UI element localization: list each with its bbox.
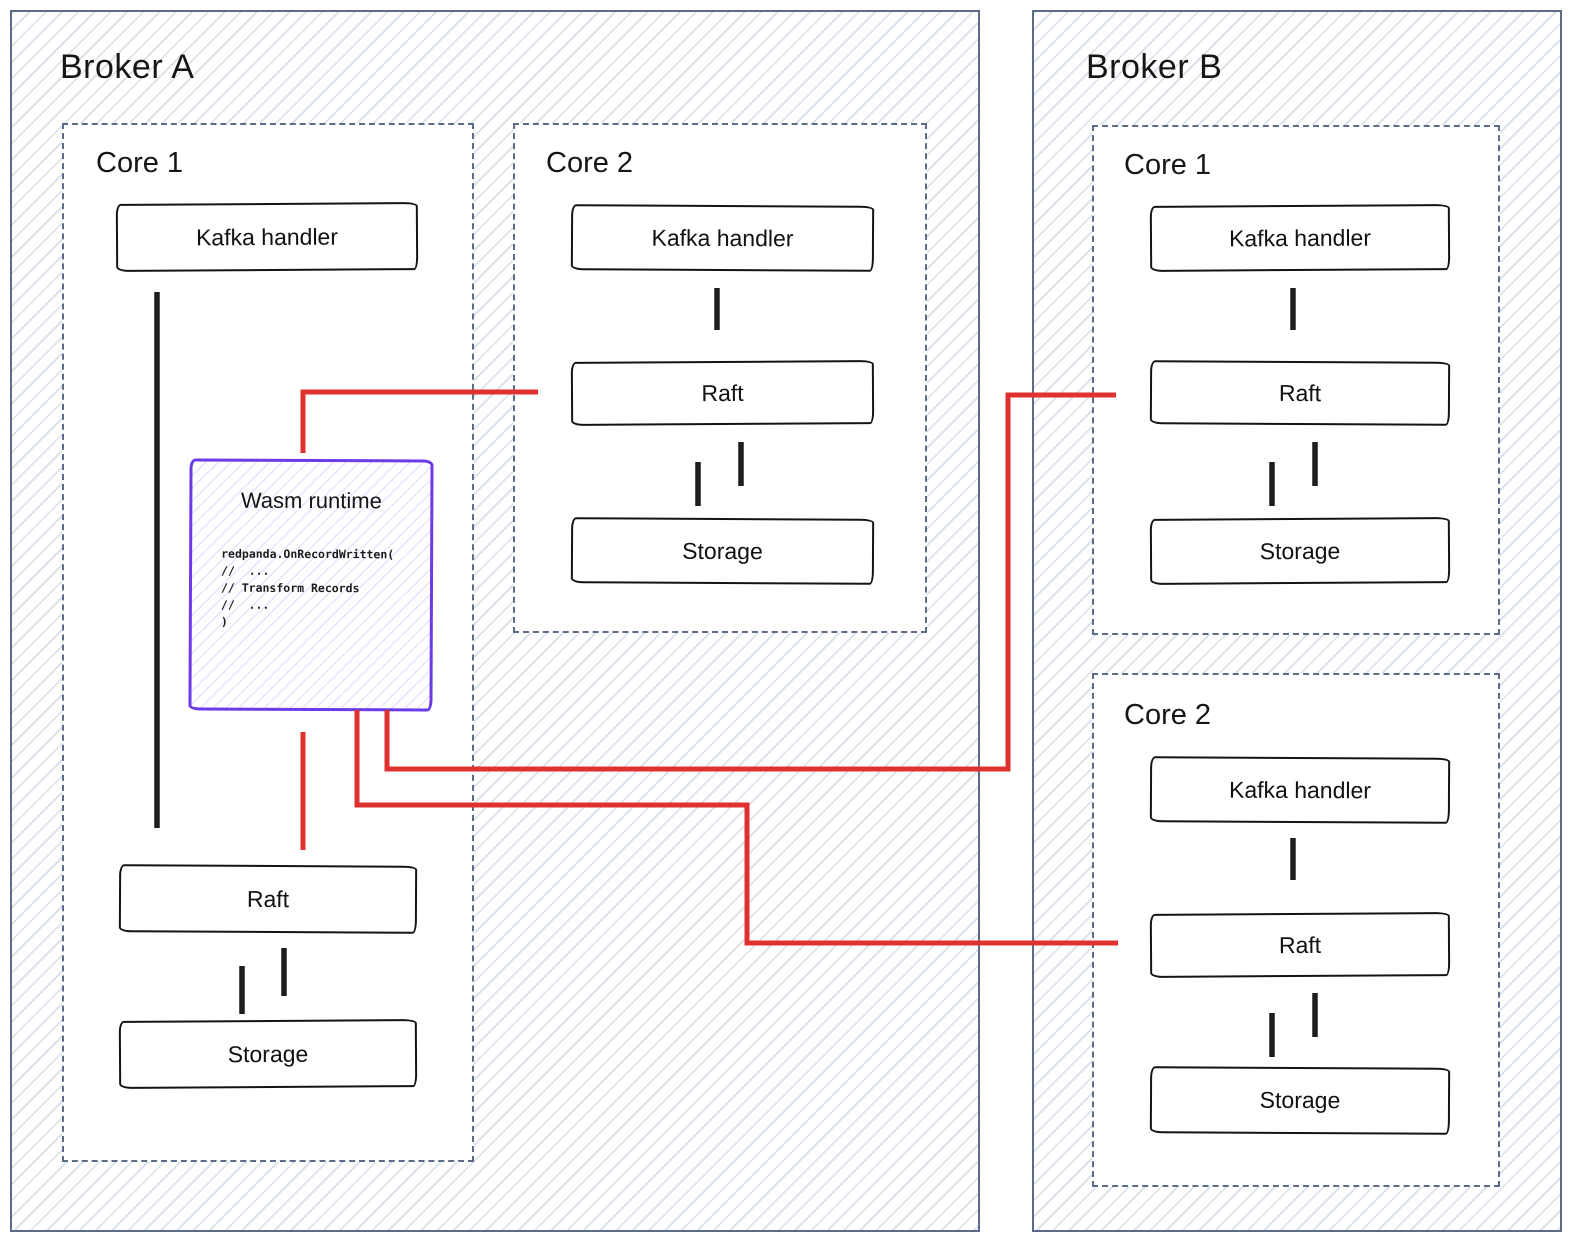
broker-a-container: Broker A Core 1 Kafka handler Wasm runti… — [10, 10, 980, 1232]
broker-a-core2-label: Core 2 — [546, 147, 634, 179]
code-line: redpanda.OnRecordWritten( — [221, 546, 395, 562]
broker-a-core1: Core 1 Kafka handler Wasm runtime redpan… — [62, 123, 474, 1162]
broker-b-core2-storage-box: Storage — [1149, 1066, 1451, 1135]
storage-label: Storage — [1259, 1086, 1341, 1114]
broker-a-core2: Core 2 Kafka handler Raft Storage — [513, 123, 927, 633]
code-line: // ... — [220, 597, 270, 612]
broker-b-core1-kafka-handler-box: Kafka handler — [1149, 204, 1451, 272]
broker-b-core2: Core 2 Kafka handler Raft Storage — [1092, 673, 1500, 1187]
broker-a-core1-storage-box: Storage — [118, 1019, 418, 1089]
broker-b-core1-label: Core 1 — [1124, 149, 1212, 181]
broker-a-core2-raft-box: Raft — [570, 360, 875, 426]
broker-b-core1: Core 1 Kafka handler Raft Storage — [1092, 125, 1500, 635]
broker-a-core2-kafka-handler-box: Kafka handler — [570, 204, 875, 272]
broker-a-core1-raft-box: Raft — [118, 864, 418, 934]
broker-a-title: Broker A — [60, 48, 195, 86]
broker-b-core1-storage-box: Storage — [1149, 517, 1451, 585]
broker-b-core1-raft-box: Raft — [1149, 360, 1451, 426]
code-line: ) — [220, 614, 228, 629]
kafka-handler-label: Kafka handler — [1228, 776, 1372, 803]
broker-b-container: Broker B Core 1 Kafka handler Raft Stora… — [1032, 10, 1562, 1232]
code-line: // ... — [221, 563, 270, 578]
raft-label: Raft — [1278, 931, 1322, 958]
storage-label: Storage — [682, 537, 763, 564]
raft-label: Raft — [701, 379, 744, 406]
broker-a-core2-storage-box: Storage — [570, 517, 875, 585]
storage-label: Storage — [1259, 537, 1341, 564]
wasm-runtime-box: Wasm runtime redpanda.OnRecordWritten( /… — [188, 458, 434, 712]
raft-label: Raft — [1278, 379, 1322, 406]
wasm-runtime-code: redpanda.OnRecordWritten( // ... // Tran… — [221, 546, 394, 632]
code-line: // Transform Records — [220, 580, 360, 596]
broker-a-core1-kafka-handler-box: Kafka handler — [115, 202, 419, 272]
raft-label: Raft — [246, 885, 290, 912]
broker-b-core2-label: Core 2 — [1124, 699, 1212, 731]
kafka-handler-label: Kafka handler — [1228, 224, 1372, 251]
broker-b-core2-kafka-handler-box: Kafka handler — [1149, 756, 1451, 824]
storage-label: Storage — [227, 1040, 309, 1067]
broker-b-core2-raft-box: Raft — [1149, 912, 1451, 978]
kafka-handler-label: Kafka handler — [195, 223, 339, 250]
wasm-runtime-title: Wasm runtime — [240, 487, 382, 514]
kafka-handler-label: Kafka handler — [651, 224, 794, 251]
broker-a-core1-label: Core 1 — [96, 147, 184, 179]
broker-b-title: Broker B — [1086, 48, 1223, 86]
